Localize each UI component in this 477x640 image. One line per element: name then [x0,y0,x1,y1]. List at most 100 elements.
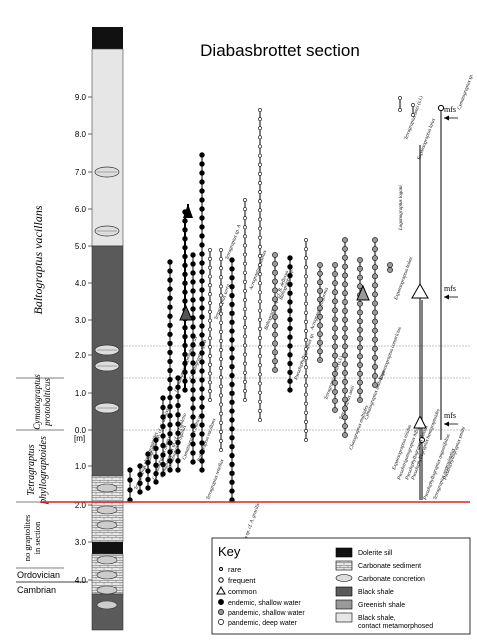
occurrence-dot [137,480,143,487]
occurrence-dot [304,274,308,279]
occurrence-dot [160,452,166,458]
occurrence-dot [332,343,338,350]
occurrence-dot [258,290,262,295]
key-common: common [228,587,257,596]
occurrence-dot [258,281,262,286]
occurrence-dot [342,361,348,367]
occurrence-dot [229,479,235,485]
occurrence-dot [208,389,212,394]
occurrence-dot [229,408,235,414]
zone-protobalticus-2: protobalticus [42,378,52,427]
occurrence-dot [208,345,212,349]
occurrence-dot [243,307,247,311]
occurrence-dot [304,283,308,288]
occurrence-dot [190,288,196,294]
occurrence-dot [229,310,235,317]
occurrence-dot [372,282,378,289]
occurrence-dot [199,395,205,401]
occurrence-dot [342,325,348,332]
occurrence-dot [304,392,308,397]
occurrence-dot [342,423,348,430]
occurrence-dot [372,273,378,280]
ecology-symbol [218,619,224,625]
occurrence-dot [258,208,262,213]
occurrence-dot [317,339,323,346]
frequent-symbol [218,577,224,583]
occurrence-dot [258,354,262,359]
swatch [335,586,353,597]
occurrence-dot [304,247,308,251]
occurrence-dot [199,413,205,419]
occurrence-dot [437,104,445,112]
occurrence-dot [160,471,166,477]
carbonate-concretion [96,600,118,610]
occurrence-dot [199,350,205,356]
occurrence-dot [243,225,247,230]
occurrence-dot [372,255,378,262]
occurrence-dot [182,325,188,331]
ecology-symbol [218,599,224,605]
range-chart: Tetragraptus phyllograptoidesCymatograpt… [123,73,475,562]
occurrence-dot [272,252,278,258]
occurrence-dot [199,314,205,320]
occurrence-dot [167,458,173,464]
occurrence-dot [153,437,159,443]
occurrence-dot [411,103,415,107]
occurrence-dot [287,325,293,332]
occurrence-dot [342,237,348,243]
occurrence-dot [357,370,363,377]
occurrence-dot [219,439,223,443]
occurrence-dot [272,260,278,267]
occurrence-dot [229,452,235,459]
mfs-arrowhead [444,115,449,121]
occurrence-dot [199,458,205,464]
occurrence-dot [258,263,262,267]
occurrence-dot [372,382,378,388]
occurrence-dot [243,243,247,248]
occurrence-dot [182,236,188,242]
era-ordovician: Ordovician [17,570,60,580]
dolerite-sill-top [92,27,123,49]
carbonate-concretion [96,520,118,530]
occurrence-dot [199,440,205,446]
scale-label: 8.0 [75,130,87,139]
occurrence-dot [372,354,378,361]
occurrence-dot [229,319,235,325]
occurrence-dot [342,254,348,261]
occurrence-dot [199,332,205,338]
occurrence-dot [342,343,348,350]
occurrence-dot [175,458,181,464]
occurrence-dot [258,144,262,149]
occurrence-dot [219,357,223,361]
occurrence-dot [219,257,223,261]
occurrence-dot [219,402,223,407]
occurrence-dot [229,346,235,352]
occurrence-dot [243,316,247,321]
occurrence-dot [243,379,247,384]
occurrence-dot [258,418,262,422]
occurrence-dot [208,362,212,367]
occurrence-dot [243,289,247,293]
occurrence-dot [243,270,247,275]
occurrence-dot [219,248,223,252]
occurrence-dot [342,387,348,394]
occurrence-dot [199,188,205,194]
occurrence-dot [304,256,308,261]
occurrence-dot [175,375,181,381]
occurrence-dot [167,277,173,283]
occurrence-dot [287,308,293,314]
occurrence-dot [145,468,151,474]
occurrence-dot [190,378,196,384]
occurrence-dot [332,388,338,395]
occurrence-dot [145,476,151,483]
occurrence-dot [190,360,196,366]
common-triangle [179,304,193,321]
mfs-arrowhead [444,421,449,427]
occurrence-dot [167,295,173,301]
occurrence-dot [167,259,173,265]
occurrence-dot [167,403,173,410]
occurrence-dot [317,322,323,329]
occurrence-dot [243,325,247,330]
occurrence-dot [243,234,247,239]
